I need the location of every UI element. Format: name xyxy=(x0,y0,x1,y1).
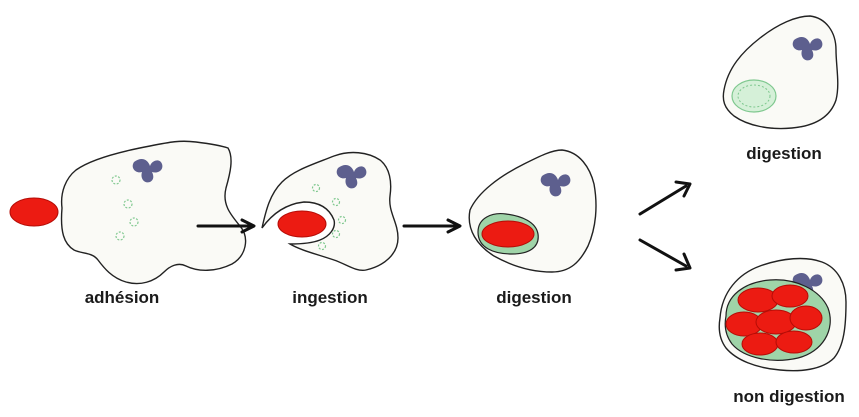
particle-icon xyxy=(278,211,326,237)
particle-icon xyxy=(10,198,58,226)
stage-non-digestion xyxy=(719,259,846,371)
arrow-up-icon xyxy=(640,182,690,214)
stage-adhesion xyxy=(10,141,246,283)
stage-digestion xyxy=(469,150,596,272)
particle-icon xyxy=(482,221,534,247)
stage-digestion-complete xyxy=(723,16,837,129)
label-non-digestion: non digestion xyxy=(733,387,844,407)
cell-outline xyxy=(723,16,837,129)
label-digestion-complete: digestion xyxy=(746,144,822,164)
arrow-icon xyxy=(404,220,460,232)
cell-outline xyxy=(262,153,398,271)
cell-outline xyxy=(469,150,596,272)
stage-ingestion xyxy=(262,153,398,271)
label-ingestion: ingestion xyxy=(292,288,368,308)
arrow-down-icon xyxy=(640,240,690,270)
label-adhesion: adhésion xyxy=(85,288,160,308)
label-digestion: digestion xyxy=(496,288,572,308)
